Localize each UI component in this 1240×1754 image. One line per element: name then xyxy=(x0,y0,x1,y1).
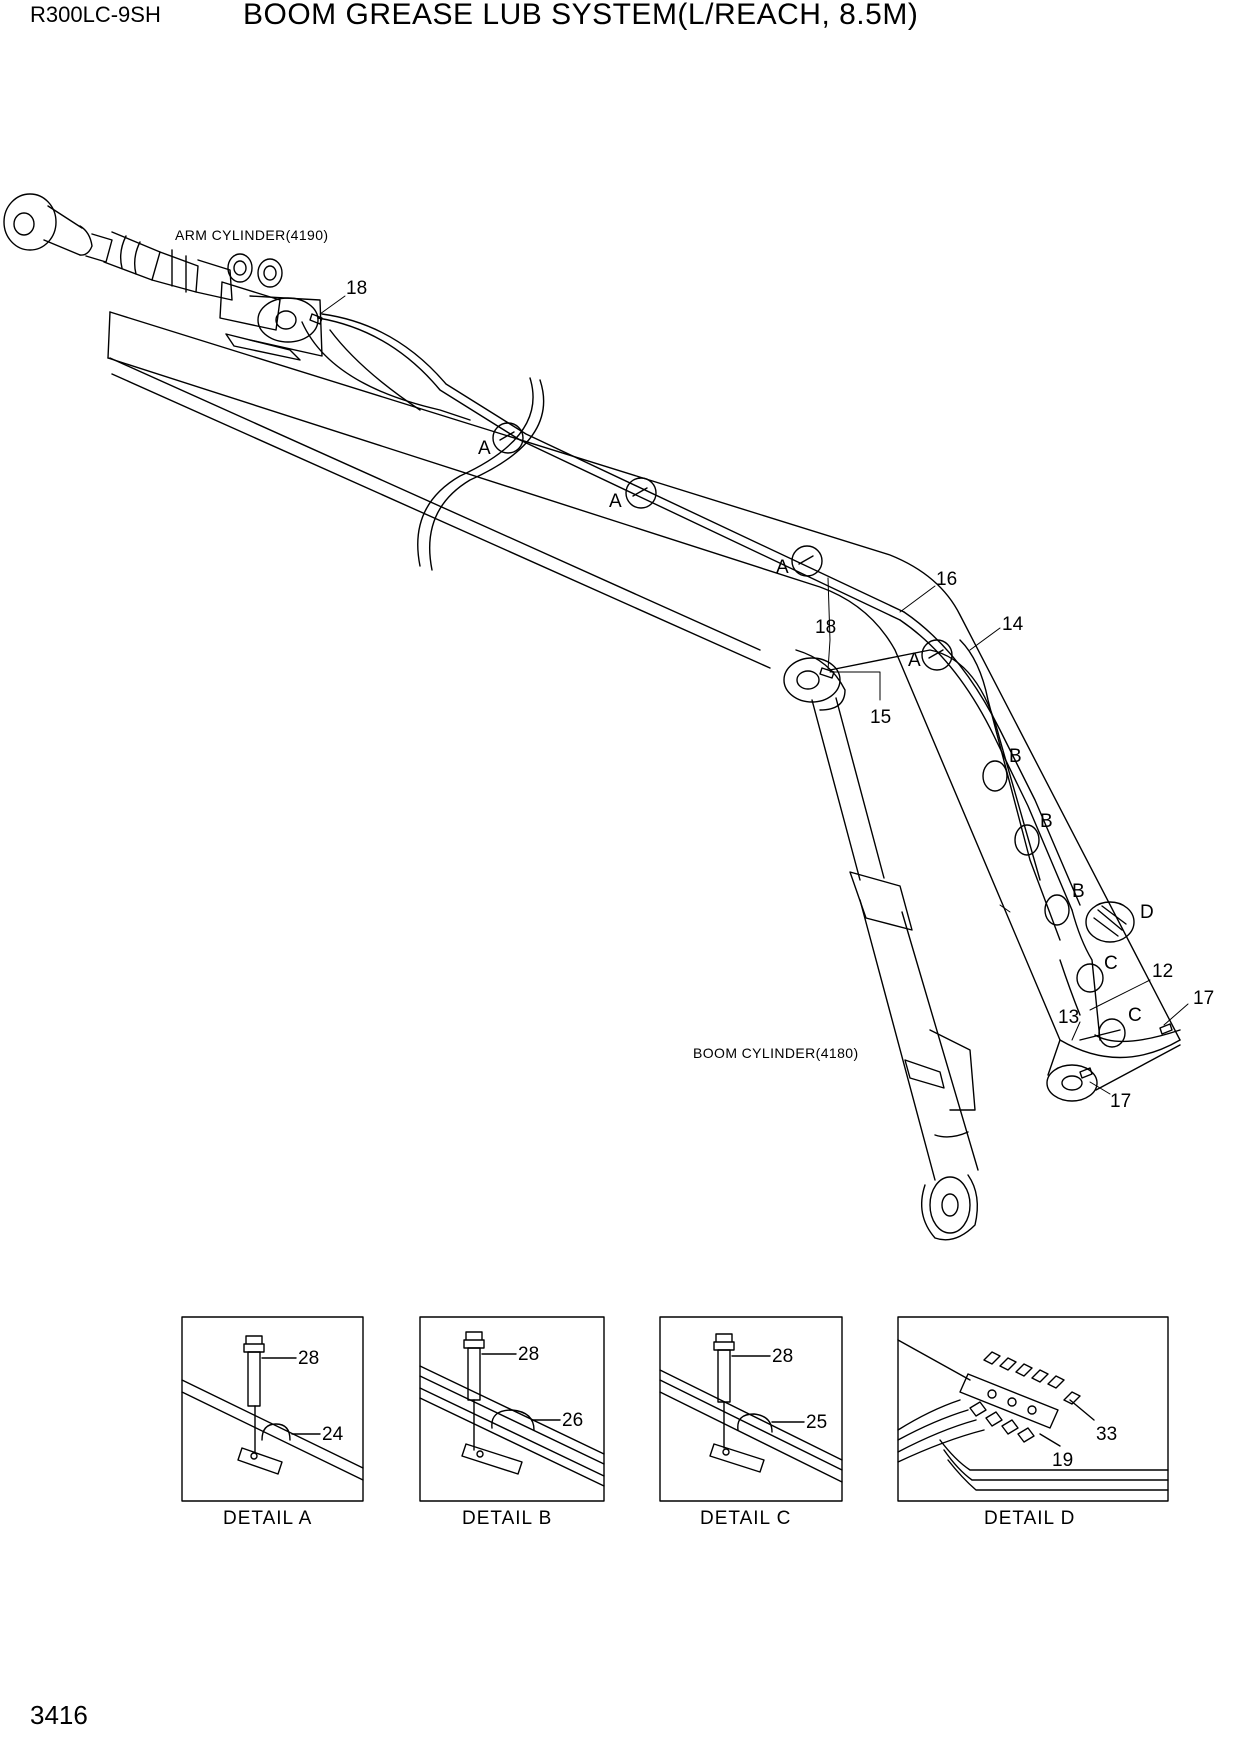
clamp-a-label-4: A xyxy=(908,650,921,671)
clamp-c-label-1: C xyxy=(1104,953,1118,974)
detail-c-drawing xyxy=(659,1316,843,1502)
clamp-c-markers xyxy=(1076,963,1126,1048)
page-title: BOOM GREASE LUB SYSTEM(L/REACH, 8.5M) xyxy=(243,0,919,31)
detail-b-callout-clamp: 26 xyxy=(562,1410,583,1431)
clamp-a-label-1: A xyxy=(478,438,491,459)
clamp-b-label-1: B xyxy=(1009,746,1022,767)
detail-d-callout-fitting: 33 xyxy=(1096,1424,1117,1445)
manifold-d-label: D xyxy=(1140,902,1154,923)
callout-14: 14 xyxy=(1002,614,1024,635)
clamp-c-label-2: C xyxy=(1128,1005,1142,1026)
page-number: 3416 xyxy=(30,1700,88,1730)
callout-13: 13 xyxy=(1058,1007,1079,1028)
callout-15: 15 xyxy=(870,707,891,728)
callout-18-mid: 18 xyxy=(815,617,836,638)
boom-cylinder-label: BOOM CYLINDER(4180) xyxy=(693,1045,859,1061)
clamp-a-label-3: A xyxy=(776,557,789,578)
callout-17-right: 17 xyxy=(1193,988,1214,1009)
clamp-b-label-2: B xyxy=(1040,811,1053,832)
detail-c-callout-clamp: 25 xyxy=(806,1412,827,1433)
detail-a-callout-bolt: 28 xyxy=(298,1348,319,1369)
clamp-b-label-3: B xyxy=(1072,881,1085,902)
boom-cylinder-drawing xyxy=(783,649,979,1241)
callout-16: 16 xyxy=(936,569,957,590)
model-number: R300LC-9SH xyxy=(30,2,161,27)
detail-a-drawing xyxy=(181,1316,364,1502)
detail-a-callout-clamp: 24 xyxy=(322,1424,344,1445)
leader-lines xyxy=(319,295,1189,1095)
detail-d-callout-hose: 19 xyxy=(1052,1450,1073,1471)
arm-cylinder-label: ARM CYLINDER(4190) xyxy=(175,227,328,243)
lub-hoses xyxy=(301,313,1121,1041)
detail-d-caption: DETAIL D xyxy=(984,1508,1075,1529)
manifold-d xyxy=(1085,901,1135,943)
callout-12: 12 xyxy=(1152,961,1173,982)
callout-18-top: 18 xyxy=(346,278,367,299)
grease-fittings xyxy=(309,313,1173,1079)
detail-d-drawing xyxy=(897,1316,1169,1502)
detail-a-caption: DETAIL A xyxy=(223,1508,312,1529)
callout-17-bottom: 17 xyxy=(1110,1091,1131,1112)
detail-b-drawing xyxy=(419,1316,605,1502)
arm-cylinder-drawing xyxy=(3,193,323,361)
detail-b-callout-bolt: 28 xyxy=(518,1344,539,1365)
clamp-a-label-2: A xyxy=(609,491,622,512)
detail-b-caption: DETAIL B xyxy=(462,1508,552,1529)
detail-c-callout-bolt: 28 xyxy=(772,1346,793,1367)
clamp-b-markers xyxy=(982,760,1070,926)
detail-c-caption: DETAIL C xyxy=(700,1508,791,1529)
boom-drawing xyxy=(107,311,1181,1102)
clamp-a-markers xyxy=(492,422,953,671)
